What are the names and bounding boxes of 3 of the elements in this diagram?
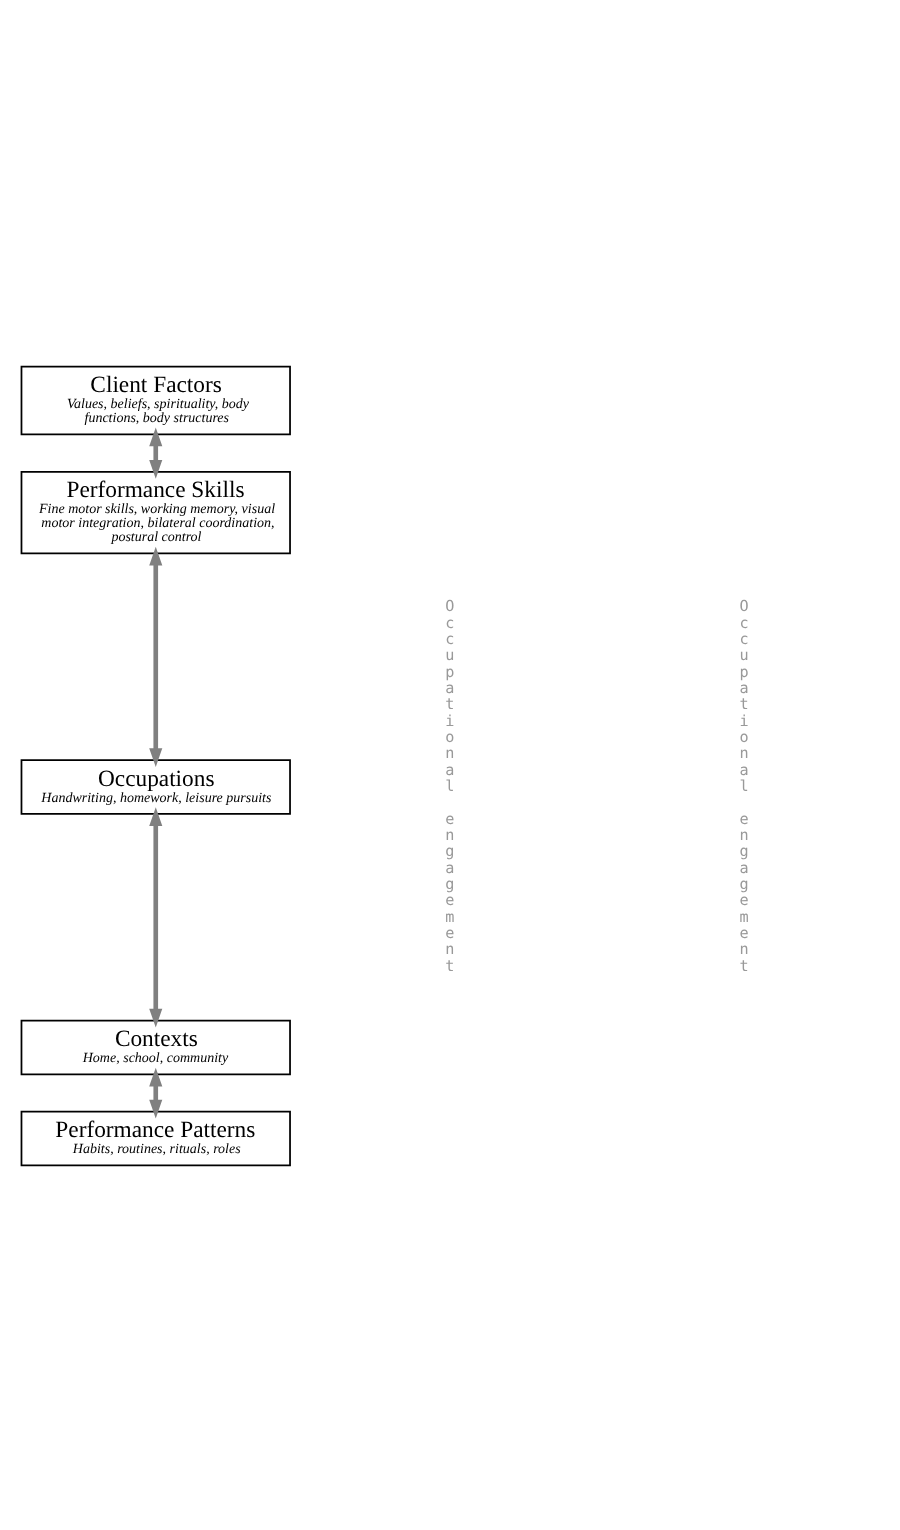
arrow <box>149 545 163 766</box>
arrow <box>149 806 163 1027</box>
arrow <box>149 426 163 478</box>
